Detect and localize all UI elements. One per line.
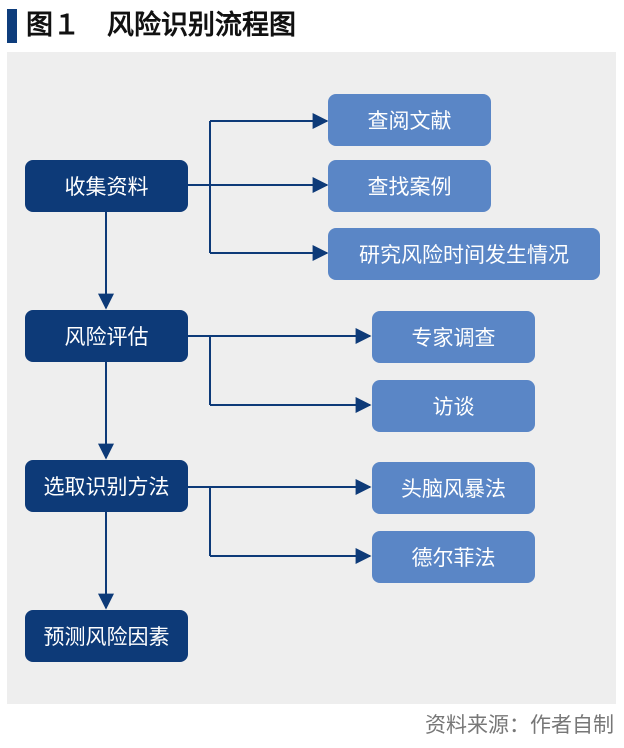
- method-interview-label: 访谈: [432, 395, 475, 419]
- title-accent-bar: [7, 9, 17, 43]
- method-case-search: 查找案例: [328, 160, 491, 212]
- step-predict-factors: 预测风险因素: [25, 610, 188, 662]
- method-delphi: 德尔菲法: [372, 531, 535, 583]
- method-interview: 访谈: [372, 380, 535, 432]
- step-predict-factors-label: 预测风险因素: [43, 625, 170, 649]
- method-expert-survey-label: 专家调查: [411, 326, 496, 350]
- method-literature-review: 查阅文献: [328, 94, 491, 146]
- step-collect-data: 收集资料: [25, 160, 188, 212]
- step-select-method: 选取识别方法: [25, 460, 188, 512]
- figure-title: 图１ 风险识别流程图: [26, 10, 296, 41]
- method-expert-survey: 专家调查: [372, 311, 535, 363]
- method-research-occurrence: 研究风险时间发生情况: [328, 228, 600, 280]
- method-brainstorming: 头脑风暴法: [372, 462, 535, 514]
- step-risk-assessment-label: 风险评估: [64, 325, 149, 349]
- step-risk-assessment: 风险评估: [25, 310, 188, 362]
- method-literature-review-label: 查阅文献: [367, 109, 452, 133]
- step-select-method-label: 选取识别方法: [43, 475, 170, 499]
- method-research-occurrence-label: 研究风险时间发生情况: [359, 243, 569, 267]
- method-brainstorming-label: 头脑风暴法: [401, 477, 506, 501]
- source-note: 资料来源：作者自制: [425, 713, 614, 737]
- step-collect-data-label: 收集资料: [64, 175, 149, 199]
- method-case-search-label: 查找案例: [367, 175, 452, 199]
- method-delphi-label: 德尔菲法: [411, 546, 496, 570]
